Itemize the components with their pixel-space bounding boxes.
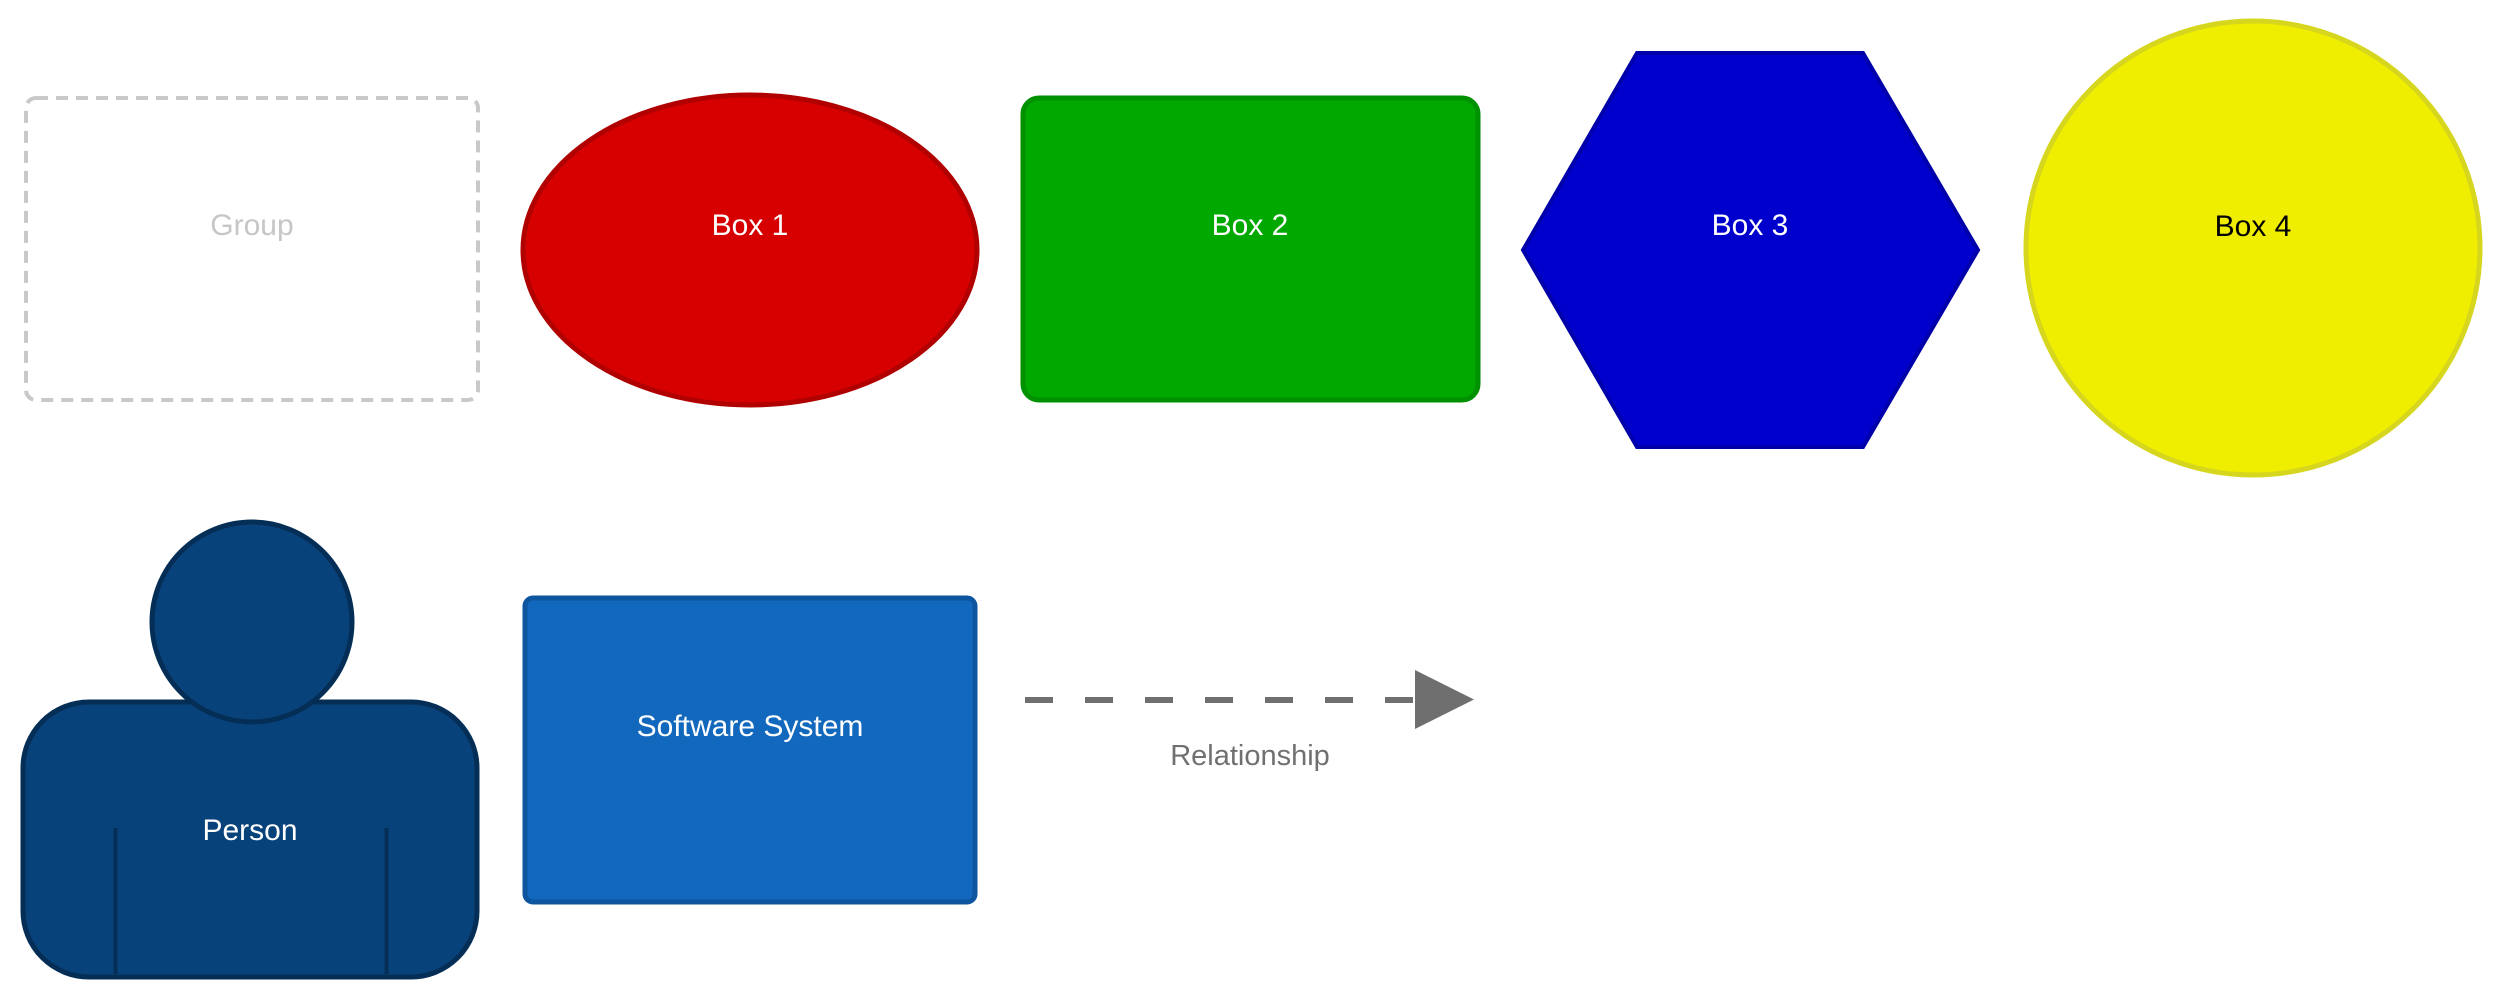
arrowhead-icon: [1415, 670, 1474, 729]
group-dashed-border: [24, 96, 480, 402]
person-arm-lines: [113, 828, 389, 974]
box-1-label: Box 1: [712, 209, 789, 242]
box-2-label: Box 2: [1212, 209, 1289, 242]
node-box-3-hexagon[interactable]: Box 3: [1520, 51, 1981, 449]
software-system-label: Software System: [637, 710, 864, 743]
node-box-2-rounded-box[interactable]: Box 2: [1020, 95, 1481, 403]
box-4-circle-shape: [2023, 18, 2483, 478]
node-group[interactable]: Group: [24, 96, 480, 402]
relationship-arrow[interactable]: Relationship: [1025, 670, 1474, 772]
software-system-rect-shape: [522, 595, 978, 905]
node-person[interactable]: Person: [20, 519, 480, 980]
relationship-label: Relationship: [1170, 740, 1330, 772]
box-3-label: Box 3: [1712, 209, 1789, 242]
box-3-hexagon-shape: [1520, 51, 1981, 449]
node-software-system[interactable]: Software System: [522, 595, 978, 905]
box-2-rect-shape: [1020, 95, 1481, 403]
person-head: [149, 519, 355, 725]
box-1-ellipse-shape: [520, 92, 980, 408]
person-label: Person: [202, 814, 297, 847]
node-box-1-ellipse[interactable]: Box 1: [520, 92, 980, 408]
node-box-4-circle[interactable]: Box 4: [2023, 18, 2483, 478]
group-label: Group: [210, 209, 293, 242]
box-4-label: Box 4: [2215, 210, 2292, 243]
